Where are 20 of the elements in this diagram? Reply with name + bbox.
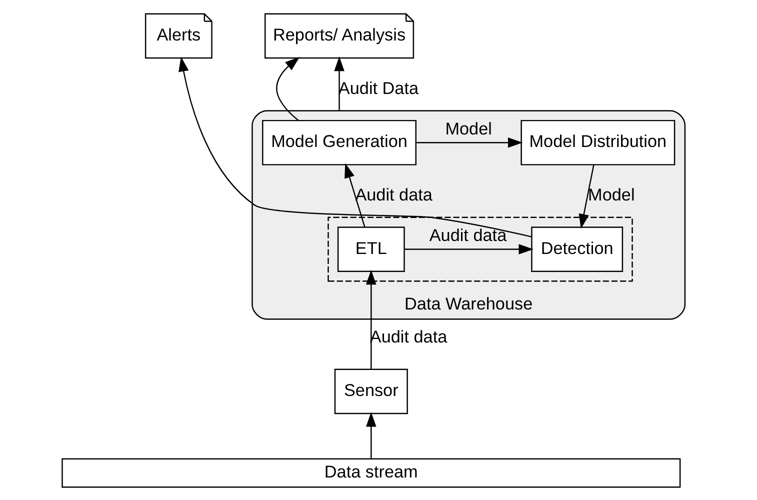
arrow — [344, 162, 366, 227]
node-box: Model Generation — [262, 119, 416, 165]
edge-label: Model — [588, 184, 635, 204]
edge-label: Audit data — [429, 224, 507, 244]
node-box: Model Distribution — [520, 119, 676, 165]
edge-label: Audit data — [355, 184, 432, 204]
node-box: Detection — [531, 226, 624, 272]
arrow — [366, 269, 376, 369]
arrow — [276, 56, 300, 120]
arrow — [404, 244, 534, 254]
arrow — [334, 56, 344, 110]
node-box: ETL — [337, 226, 405, 272]
edge-label: Model — [445, 118, 492, 138]
node-box: Sensor — [334, 368, 408, 414]
arrow — [366, 412, 376, 458]
arrow — [416, 136, 523, 148]
cluster — [328, 216, 633, 282]
arrow — [178, 56, 532, 237]
arrow — [578, 164, 594, 228]
node-box: Data stream — [62, 458, 681, 488]
